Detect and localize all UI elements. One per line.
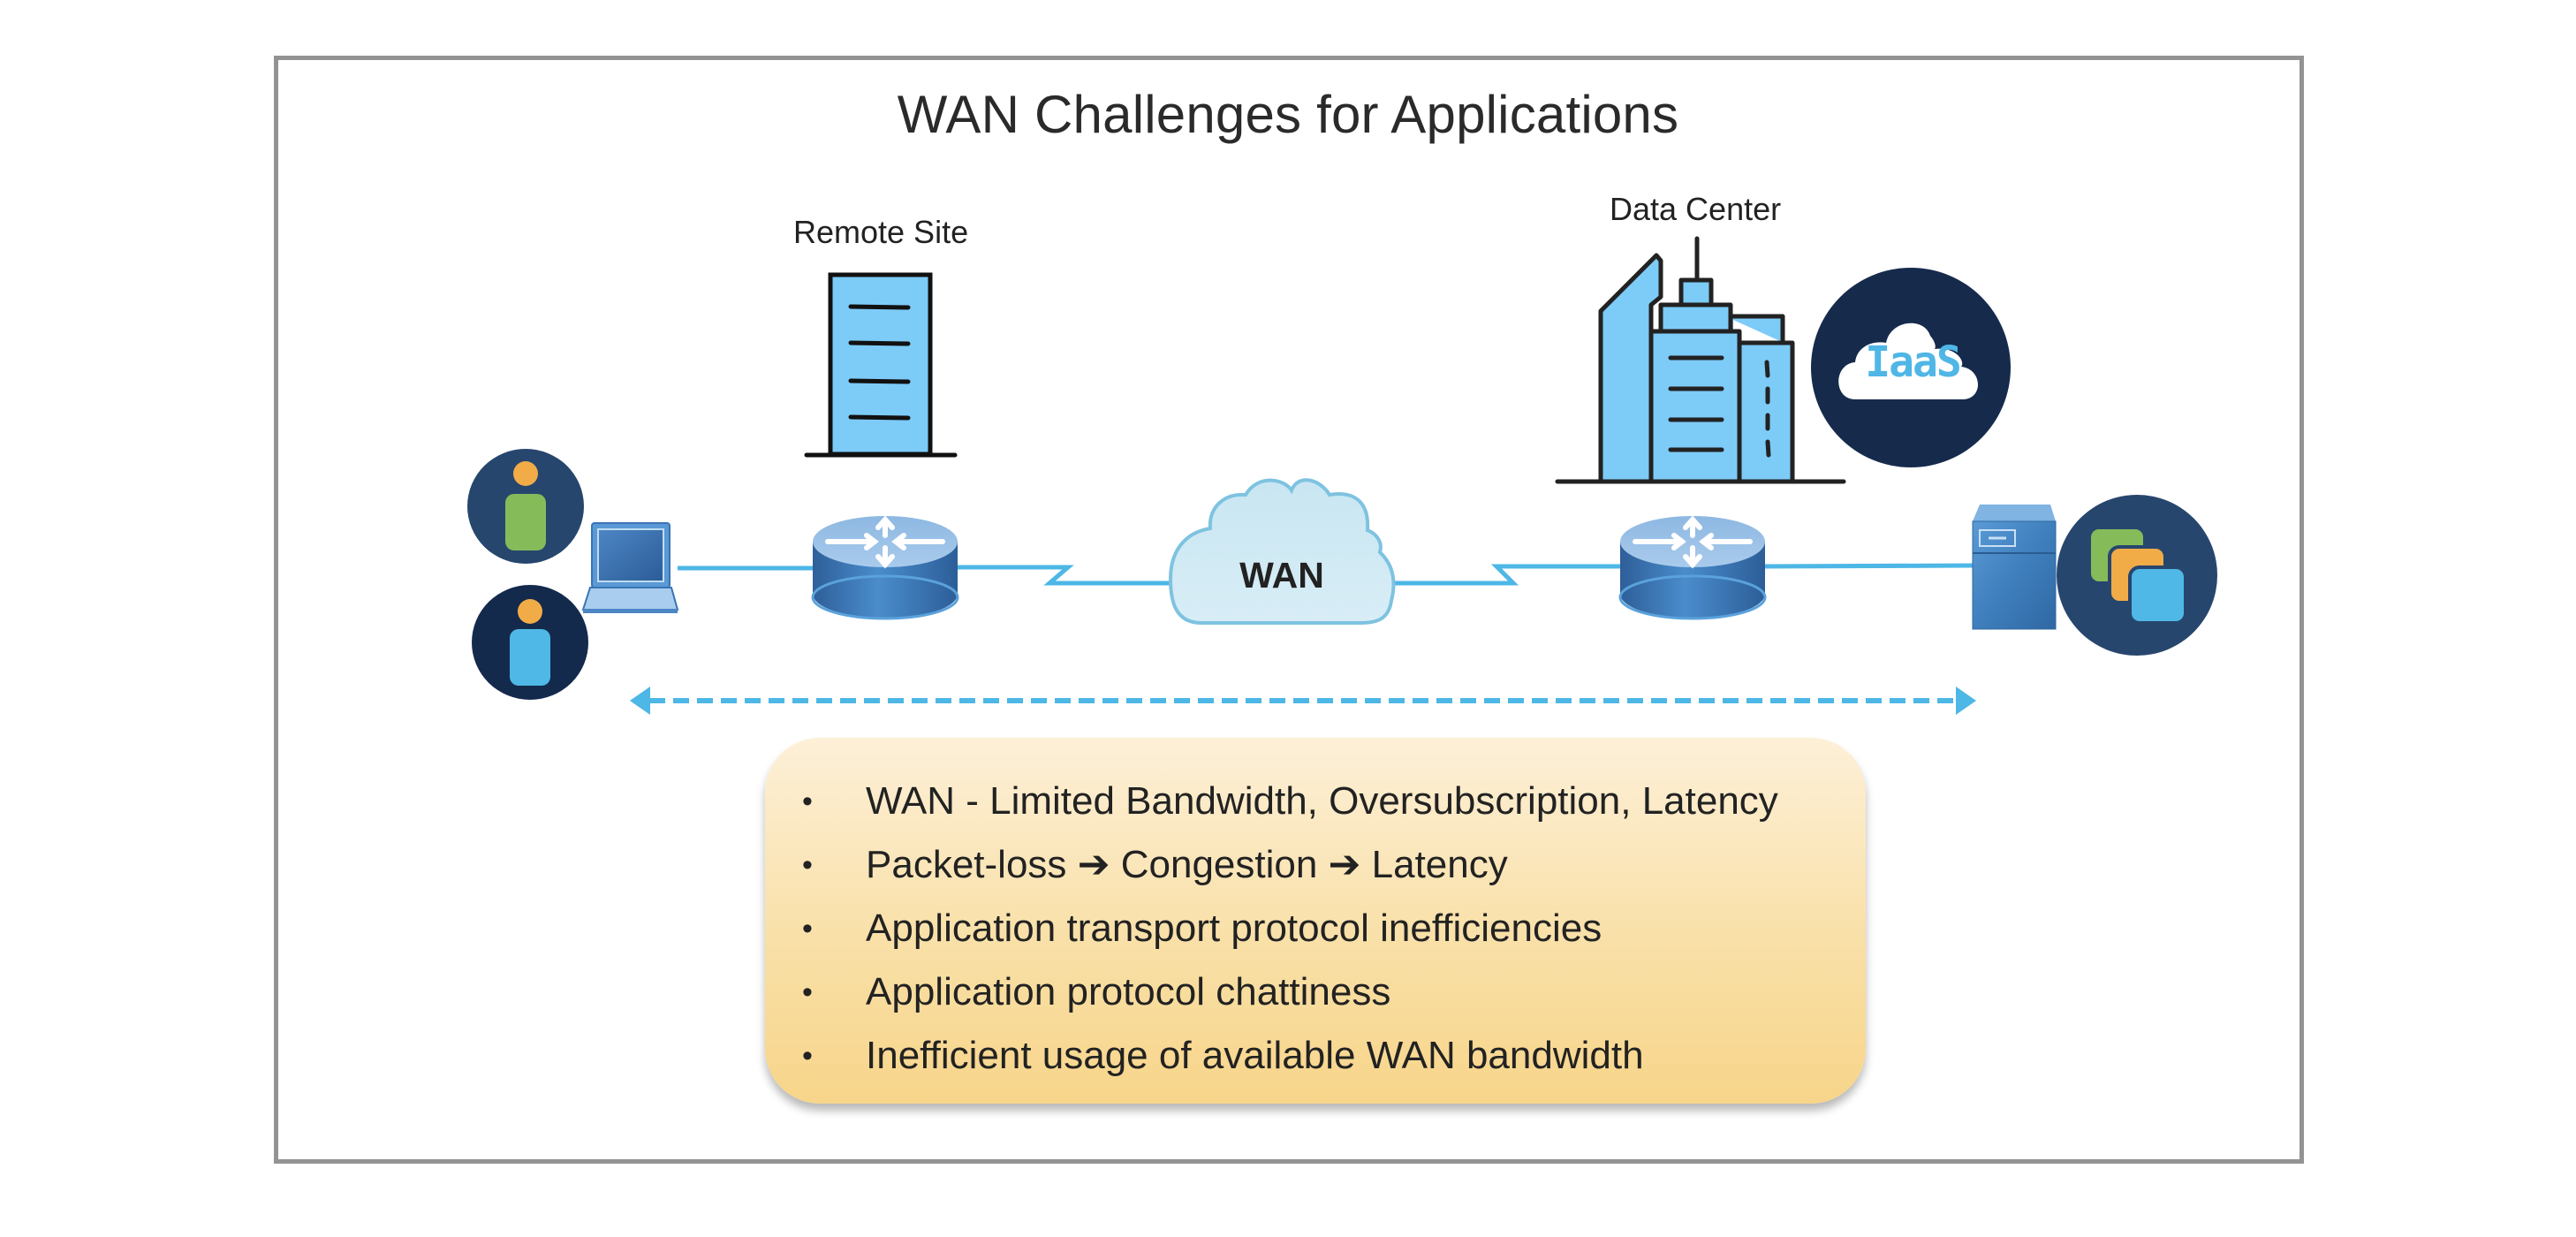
challenge-item: • Application protocol chattiness — [765, 960, 1866, 1024]
app-stack-icon — [2057, 495, 2217, 656]
bullet-icon: • — [802, 848, 813, 882]
challenge-item: • Application transport protocol ineffici… — [765, 897, 1866, 960]
link-wan-router-serial — [1389, 564, 1624, 586]
arrow-right-head-icon — [1956, 687, 1976, 715]
laptop-icon — [581, 522, 679, 613]
user-icon — [467, 449, 584, 564]
challenge-item: • WAN - Limited Bandwidth, Oversubscripti… — [765, 770, 1866, 833]
iaas-cloud-icon — [1811, 268, 2011, 467]
wan-cloud-label: WAN — [1239, 555, 1324, 596]
challenge-text: Application protocol chattiness — [866, 970, 1391, 1013]
user-icon — [472, 585, 588, 700]
challenge-text: Application transport protocol inefficie… — [866, 907, 1602, 950]
router-icon — [1618, 515, 1767, 620]
diagram-title: WAN Challenges for Applications — [897, 85, 1679, 144]
office-buildings-icon — [1555, 236, 1846, 484]
bullet-icon: • — [802, 975, 813, 1009]
bullet-icon: • — [802, 1039, 813, 1073]
bullet-icon: • — [802, 912, 813, 945]
challenge-item: • Inefficient usage of available WAN band… — [765, 1024, 1866, 1088]
link-router-wan-serial — [954, 565, 1175, 586]
link-router-server — [1762, 563, 1975, 569]
challenge-text: Inefficient usage of available WAN bandw… — [866, 1034, 1644, 1077]
arrow-left-head-icon — [630, 687, 650, 715]
iaas-label: IaaS — [1865, 338, 1962, 387]
router-icon — [811, 515, 959, 620]
bullet-icon: • — [802, 785, 813, 818]
challenges-list: • WAN - Limited Bandwidth, Oversubscripti… — [765, 770, 1866, 1088]
end-to-end-dashed-arrow — [630, 687, 1976, 715]
challenge-text: Packet-loss ➔ Congestion ➔ Latency — [866, 843, 1508, 886]
server-icon — [1972, 505, 2057, 630]
building-icon — [804, 272, 958, 458]
wan-challenges-callout: • WAN - Limited Bandwidth, Oversubscripti… — [765, 738, 1866, 1104]
challenge-text: WAN - Limited Bandwidth, Oversubscriptio… — [866, 779, 1778, 823]
remote-site-label: Remote Site — [793, 214, 969, 250]
data-center-label: Data Center — [1610, 191, 1782, 227]
challenge-item: • Packet-loss ➔ Congestion ➔ Latency — [765, 833, 1866, 897]
cloud-icon — [1168, 478, 1396, 625]
